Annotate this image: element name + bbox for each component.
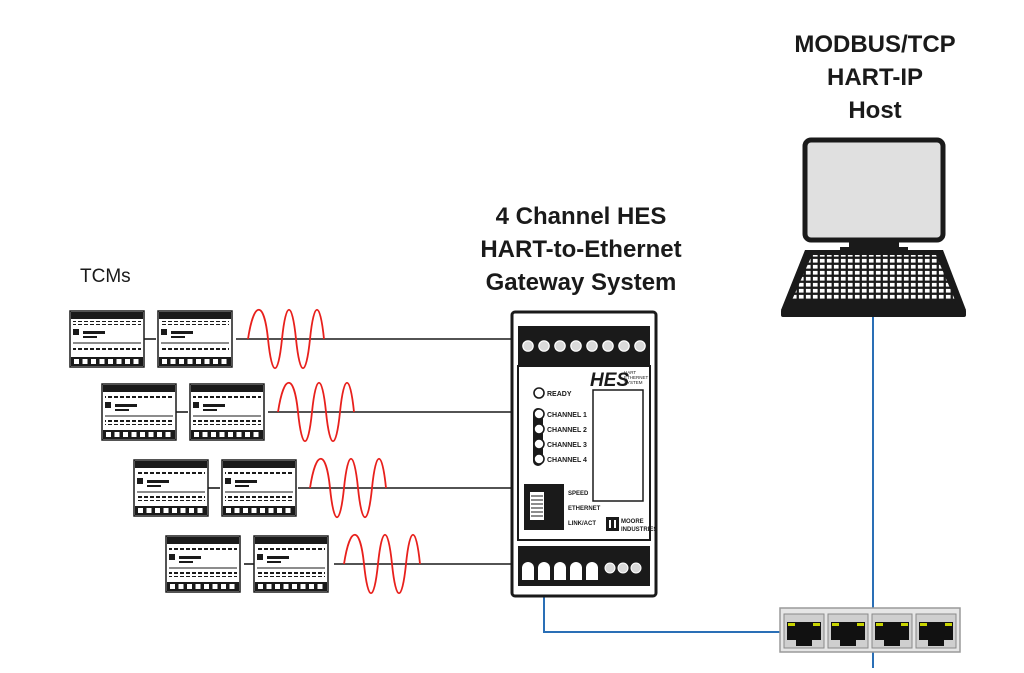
hes-logo-sub-3: SYSTEM <box>624 380 643 385</box>
hart-wires <box>144 338 512 565</box>
hart-signal-wave-3 <box>309 457 387 519</box>
terminal-screw-icon <box>634 340 646 352</box>
terminal-slot-icon <box>538 562 550 580</box>
channel-2-label: CHANNEL 2 <box>547 427 587 434</box>
tcm-module <box>189 383 265 441</box>
channel-4-label: CHANNEL 4 <box>547 457 587 464</box>
gateway-title-line-3: Gateway System <box>485 269 677 296</box>
host-title: MODBUS/TCP HART-IP Host <box>770 28 980 127</box>
channel-3-led-icon <box>533 438 545 450</box>
host-title-line-2: HART-IP <box>827 64 923 91</box>
host-title-line-1: MODBUS/TCP <box>794 31 956 58</box>
channel-4-led-icon <box>533 453 545 465</box>
host-laptop-icon <box>781 137 966 317</box>
channel-1-led-icon <box>533 408 545 420</box>
moore-logo-icon <box>606 517 619 531</box>
tcm-module <box>165 535 241 593</box>
hart-signal-wave-4 <box>343 533 421 595</box>
tcm-module <box>101 383 177 441</box>
terminal-screw-icon <box>604 562 616 574</box>
terminal-screw-icon <box>554 340 566 352</box>
switch-port-icon <box>783 613 825 649</box>
gateway-bottom-terminal-block <box>518 546 650 586</box>
ethernet-label: ETHERNET <box>568 506 601 512</box>
terminal-slot-icon <box>522 562 534 580</box>
terminal-screw-icon <box>570 340 582 352</box>
gateway-title-line-2: HART-to-Ethernet <box>480 236 682 263</box>
tcm-module <box>69 310 145 368</box>
terminal-screw-icon <box>630 562 642 574</box>
switch-ports <box>783 613 957 649</box>
switch-port-icon <box>871 613 913 649</box>
terminal-screw-icon <box>617 562 629 574</box>
ready-label: READY <box>547 391 572 398</box>
gateway-title-line-1: 4 Channel HES <box>495 203 667 230</box>
tag-window <box>592 389 644 502</box>
laptop-screen <box>802 137 946 243</box>
gateway-top-terminal-block <box>518 326 650 366</box>
brand-line-2: INDUSTRIES <box>621 527 657 533</box>
tcm-module <box>253 535 329 593</box>
hes-logo: HES <box>590 370 629 391</box>
terminal-screw-icon <box>538 340 550 352</box>
terminal-screw-icon <box>602 340 614 352</box>
hes-logo-sub-1: HART <box>624 370 636 375</box>
ethernet-switch <box>779 607 961 653</box>
tcm-modules <box>69 310 329 593</box>
switch-port-icon <box>915 613 957 649</box>
channel-2-led-icon <box>533 423 545 435</box>
terminal-screw-icon <box>586 340 598 352</box>
hes-logo-sub-2: ETHERNET <box>624 375 649 380</box>
tcm-module <box>221 459 297 517</box>
channel-1-label: CHANNEL 1 <box>547 412 587 419</box>
hes-gateway: HES HART ETHERNET SYSTEM READY CHANNEL 1… <box>510 310 658 598</box>
terminal-slot-icon <box>570 562 582 580</box>
gateway-title: 4 Channel HES HART-to-Ethernet Gateway S… <box>436 200 726 299</box>
link-act-label: LINK/ACT <box>568 521 596 527</box>
terminal-screw-icon <box>522 340 534 352</box>
switch-port-icon <box>827 613 869 649</box>
terminal-slot-icon <box>554 562 566 580</box>
tcm-module <box>133 459 209 517</box>
hart-signals <box>247 308 421 595</box>
brand-line-1: MOORE <box>621 519 644 525</box>
tcm-label: TCMs <box>80 266 131 287</box>
tcm-module <box>157 310 233 368</box>
channel-led-strip <box>533 408 543 466</box>
terminal-screw-icon <box>618 340 630 352</box>
top-terminals <box>522 340 646 352</box>
hart-signal-wave-1 <box>247 308 325 370</box>
hart-signal-wave-2 <box>277 381 355 443</box>
ready-led-icon <box>533 387 545 399</box>
bottom-terminals <box>522 562 642 580</box>
speed-label: SPEED <box>568 491 589 497</box>
channel-3-label: CHANNEL 3 <box>547 442 587 449</box>
terminal-slot-icon <box>586 562 598 580</box>
host-title-line-3: Host <box>848 97 902 124</box>
